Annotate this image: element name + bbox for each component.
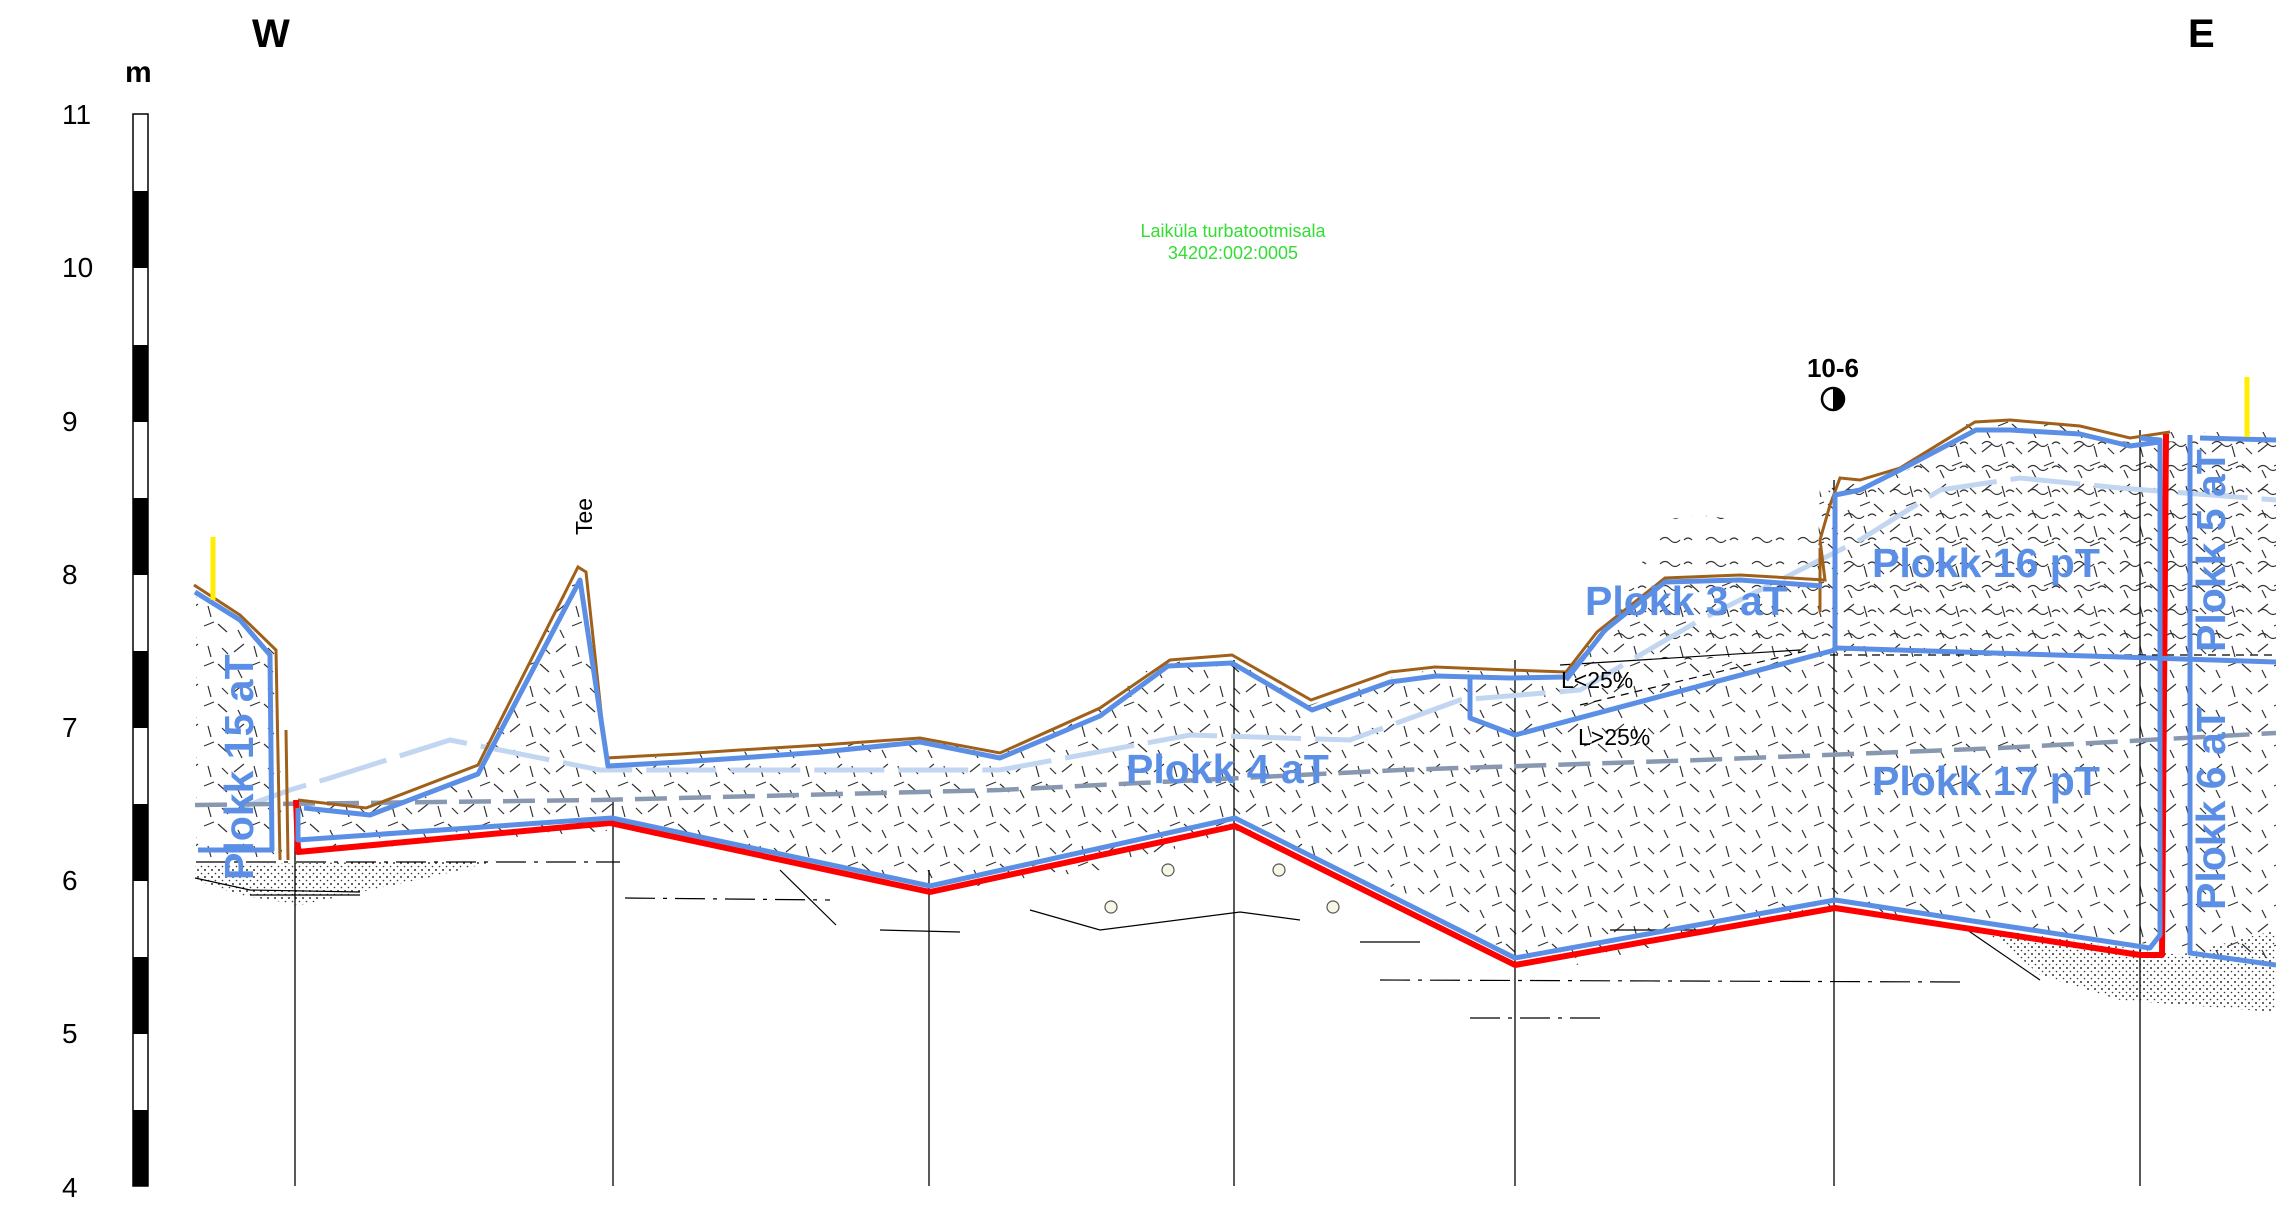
loss-high-label: L>25% bbox=[1578, 724, 1650, 750]
scale-tick-10: 10 bbox=[62, 252, 93, 283]
former-surface-line bbox=[239, 475, 2276, 811]
block-3-label: Plokk 3 aT bbox=[1585, 578, 1788, 624]
ground-surface-line bbox=[193, 418, 2171, 861]
block-5-label: Plokk 5 aT bbox=[2188, 449, 2234, 652]
east-label: E bbox=[2188, 12, 2215, 56]
borehole-label: 10-6 bbox=[1807, 353, 1859, 383]
scale-tick-4: 4 bbox=[62, 1172, 78, 1203]
sand-layer-east bbox=[1960, 925, 2276, 1012]
block-outlines bbox=[193, 427, 2276, 968]
block-4-label: Plokk 4 aT bbox=[1126, 746, 1329, 792]
borehole-icon bbox=[1820, 386, 1846, 412]
scale-tick-9: 9 bbox=[62, 406, 78, 437]
sand-layer-west bbox=[195, 860, 500, 905]
peat-body-hatch bbox=[196, 420, 2276, 965]
west-label: W bbox=[252, 12, 290, 56]
groundwater-level-line bbox=[194, 730, 2276, 808]
scale-unit-label: m bbox=[125, 56, 152, 89]
scale-tick-8: 8 bbox=[62, 559, 78, 590]
site-name-label: Laiküla turbatootmisala bbox=[1140, 221, 1326, 241]
scale-tick-11: 11 bbox=[62, 99, 91, 130]
block-16-label: Plokk 16 pT bbox=[1872, 540, 2100, 586]
scale-tick-5: 5 bbox=[62, 1018, 78, 1049]
loss-low-label: L<25% bbox=[1561, 667, 1633, 693]
gravel-pebbles bbox=[1104, 863, 1340, 914]
block-15-label: Plokk 15 aT bbox=[216, 654, 262, 880]
scale-tick-6: 6 bbox=[62, 865, 78, 896]
scale-tick-7: 7 bbox=[62, 712, 78, 743]
block-6-label: Plokk 6 aT bbox=[2188, 707, 2234, 910]
elevation-scale-bar bbox=[132, 113, 149, 1187]
site-code-label: 34202:002:0005 bbox=[1168, 243, 1298, 263]
block-17-label: Plokk 17 pT bbox=[1872, 758, 2100, 804]
road-label: Tee bbox=[571, 498, 597, 535]
peat-base-line bbox=[293, 433, 2169, 968]
